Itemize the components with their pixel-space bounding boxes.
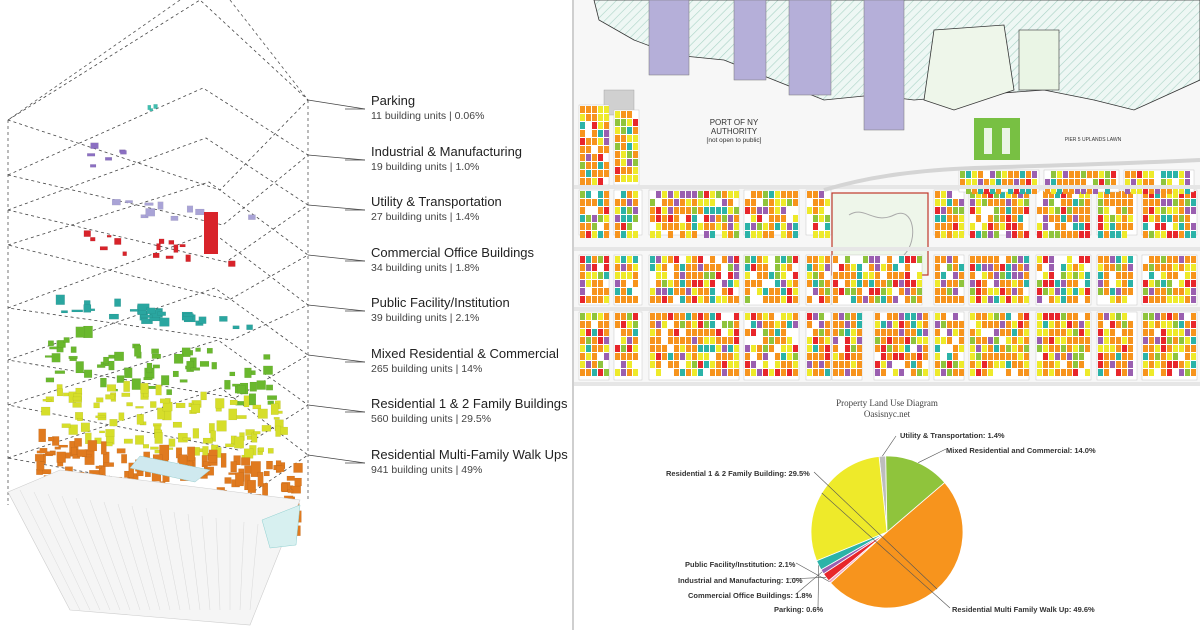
legend-title: Public Facility/Institution [371, 295, 510, 310]
city-block [578, 254, 610, 306]
city-block [1035, 254, 1092, 306]
legend-detail: 39 building units | 2.1% [371, 312, 480, 324]
pie-leader-line [787, 577, 827, 580]
pie-label-public: Public Facility/Institution: 2.1% [685, 560, 796, 569]
legend-detail: 11 building units | 0.06% [371, 110, 485, 122]
pie-chart [787, 435, 964, 609]
city-block [613, 311, 643, 381]
legend-item: Parking 11 building units | 0.06% [371, 93, 571, 123]
city-block [968, 254, 1030, 306]
map-panel: PORT OF NY AUTHORITY [not open to public… [574, 0, 1200, 630]
port-authority-label: PORT OF NY AUTHORITY [not open to public… [674, 118, 794, 145]
city-block [613, 109, 640, 186]
city-block [648, 254, 740, 306]
city-block [805, 311, 832, 381]
pie-leader-line [882, 435, 897, 457]
city-block [805, 189, 832, 238]
pie-chart-block: Property Land Use Diagram Oasisnyc.net U… [574, 388, 1200, 630]
legend-title: Mixed Residential & Commercial [371, 346, 559, 361]
pie-label-res12: Residential 1 & 2 Family Building: 29.5% [666, 469, 810, 478]
legend-title: Commercial Office Buildings [371, 245, 535, 260]
port-label-line3: [not open to public] [706, 137, 762, 144]
layer-plane [7, 231, 366, 341]
city-block [873, 311, 930, 381]
city-block [578, 189, 610, 238]
city-block [743, 189, 800, 238]
pie-leader-line [795, 562, 830, 583]
legend-detail: 265 building units | 14% [371, 363, 483, 375]
city-block [1096, 311, 1138, 381]
city-block [1141, 254, 1198, 306]
legend-title: Residential 1 & 2 Family Buildings [371, 396, 568, 411]
layer-plane [7, 181, 366, 301]
pie-leader-line [918, 448, 947, 463]
city-block [958, 169, 1040, 194]
panel-divider [572, 0, 574, 630]
city-block [648, 189, 740, 238]
port-label-line2: AUTHORITY [710, 127, 758, 136]
city-block [1035, 311, 1092, 381]
city-block [1096, 189, 1138, 238]
legend-detail: 19 building units | 1.0% [371, 161, 480, 173]
layer-plane [7, 137, 366, 263]
pie-source: Oasisnyc.net [863, 409, 911, 419]
axonometric-panel: Parking 11 building units | 0.06% Industri… [0, 0, 572, 630]
pie-leader-line [821, 492, 951, 609]
city-block [578, 104, 610, 186]
base-street-map [7, 455, 301, 626]
legend-title: Residential Multi-Family Walk Ups [371, 447, 568, 462]
land-use-map [574, 0, 1200, 390]
pie-label-multi: Residential Multi Family Walk Up: 49.6% [952, 605, 1095, 614]
city-block [805, 254, 832, 306]
city-block [613, 189, 643, 238]
legend-item: Industrial & Manufacturing 19 building un… [371, 144, 571, 174]
city-block [831, 254, 923, 306]
city-block [968, 189, 1030, 238]
park-label: PIER 5 UPLANDS LAWN [1064, 137, 1122, 143]
city-block [1141, 189, 1198, 238]
legend-item: Public Facility/Institution 39 building u… [371, 295, 571, 325]
legend-title: Parking [371, 93, 416, 108]
city-block [933, 189, 965, 238]
legend-detail: 941 building units | 49% [371, 464, 483, 476]
city-block [613, 254, 643, 306]
pie-leader-line [795, 571, 823, 595]
legend-detail: 560 building units | 29.5% [371, 413, 492, 425]
pie-leader-line [817, 565, 819, 609]
city-block [968, 311, 1030, 381]
legend-item: Mixed Residential & Commercial 265 buildi… [371, 346, 571, 376]
legend-detail: 27 building units | 1.4% [371, 211, 480, 223]
city-block [1123, 169, 1195, 194]
legend-item: Residential 1 & 2 Family Buildings 560 bu… [371, 396, 571, 426]
pie-leader-line [813, 471, 938, 590]
legend-detail: 34 building units | 1.8% [371, 262, 480, 274]
city-block [743, 311, 800, 381]
legend-item: Commercial Office Buildings 34 building u… [371, 245, 571, 275]
pie-label-commercial: Commercial Office Buildings: 1.8% [688, 591, 813, 600]
pie-label-mixed: Mixed Residential and Commercial: 14.0% [946, 446, 1096, 455]
city-block [648, 311, 740, 381]
legend-title: Utility & Transportation [371, 194, 502, 209]
city-block [831, 311, 863, 381]
legend-item: Residential Multi-Family Walk Ups 941 bui… [371, 447, 571, 477]
city-block [1035, 189, 1092, 238]
exploded-layers-diagram [7, 0, 366, 626]
city-block [1043, 169, 1120, 194]
pie-label-industrial: Industrial and Manufacturing: 1.0% [678, 576, 803, 585]
city-block [1096, 254, 1138, 306]
legend-title: Industrial & Manufacturing [371, 144, 523, 159]
legend-item: Utility & Transportation 27 building unit… [371, 194, 571, 224]
pie-label-utility: Utility & Transportation: 1.4% [900, 431, 1005, 440]
pie-label-parking: Parking: 0.6% [774, 605, 824, 614]
port-label-line1: PORT OF NY [709, 118, 759, 127]
layer-plane [7, 0, 366, 191]
pie-title: Property Land Use Diagram [836, 398, 938, 408]
city-block [1141, 311, 1198, 381]
city-block [933, 311, 965, 381]
layer-plane [7, 87, 366, 226]
city-block [933, 254, 965, 306]
city-block [743, 254, 800, 306]
city-block [578, 311, 610, 381]
